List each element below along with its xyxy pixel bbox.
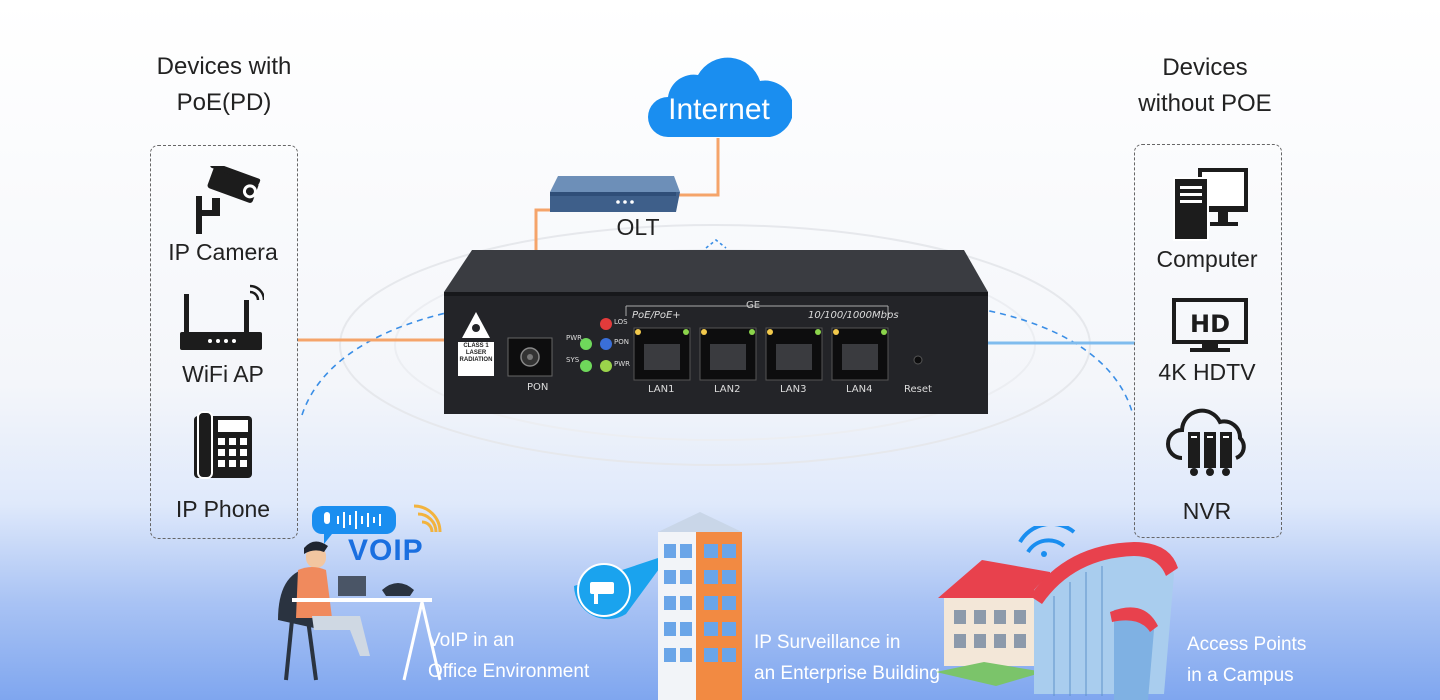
lan2-label: LAN2 [714,384,741,395]
nvr-label: NVR [1182,498,1232,524]
right-group-title-line1: Devices [1162,54,1248,81]
left-group-title-line1: Devices with [156,53,292,80]
laser-line-3: RADIATION [459,357,493,363]
halo-ring-outer [339,224,1091,466]
poe-label: PoE/PoE+ [632,310,681,321]
right-group-title-line2: without POE [1138,90,1272,117]
ge-label: GE [746,300,761,311]
wifi-ap-label: WiFi AP [182,361,264,387]
lan-port-3 [765,327,823,381]
lan-port-1 [633,327,691,381]
internet-cloud-icon [648,57,792,137]
campus-caption-line2: in a Campus [1187,665,1294,686]
laser-line-1: CLASS 1 [463,343,489,349]
computer-label: Computer [1156,246,1258,272]
desk-phone-icon [194,411,252,479]
campus-illustration [936,526,1178,700]
surveillance-caption-line1: IP Surveillance in [754,632,901,653]
surveillance-caption: IP Surveillance in an Enterprise Buildin… [754,627,940,689]
campus-caption: Access Points in a Campus [1187,629,1306,691]
surveillance-caption-line2: an Enterprise Building [754,663,940,684]
voip-office-illustration [278,504,442,681]
left-device-box [150,145,298,539]
lan4-label: LAN4 [846,384,873,395]
enterprise-building-illustration [574,512,742,700]
speed-label: 10/100/1000Mbps [808,310,899,321]
internet-label: Internet [668,93,770,126]
right-group-title: Devices without POE [1105,50,1305,122]
led-label-sys: SYS [566,356,580,364]
lan-port-4 [831,327,889,381]
left-group-title-line2: PoE(PD) [176,89,272,116]
lan3-label: LAN3 [780,384,807,395]
led-label-pwr-right: PWR [614,360,631,368]
right-device-box [1134,144,1282,538]
reset-label: Reset [904,384,932,395]
led-label-pon: PON [614,338,629,346]
campus-caption-line1: Access Points [1187,634,1307,655]
hdtv-label: 4K HDTV [1158,359,1256,385]
left-group-title: Devices with PoE(PD) [124,49,324,121]
desktop-computer-icon [1173,168,1248,241]
pon-label: PON [527,382,549,393]
led-label-pwr-left: PWR [566,334,583,342]
ip-camera-label: IP Camera [168,239,278,265]
hdtv-icon: HD [1172,298,1248,352]
lan-port-2 [699,327,757,381]
poe-onu-device [444,250,988,414]
voip-caption: VoIP in an Office Environment [428,625,589,687]
cloud-nvr-icon [1166,408,1246,476]
fiber-cloud-olt [676,138,720,197]
laser-line-2: LASER [465,350,487,356]
ip-phone-label: IP Phone [175,496,271,522]
led-label-los: LOS [614,318,628,326]
voip-caption-line1: VoIP in an [428,630,515,651]
wifi-router-icon [180,284,264,350]
hdtv-screen-text: HD [1190,310,1230,338]
wireless-arrow-top [705,238,727,249]
cctv-camera-icon [196,166,261,234]
lan1-label: LAN1 [648,384,675,395]
laser-sticker-text: CLASS 1 LASER RADIATION [459,343,493,364]
olt-label: OLT [616,214,660,240]
voip-badge: VOIP [348,534,424,567]
voip-caption-line2: Office Environment [428,661,590,682]
olt-device-icon [550,176,680,212]
